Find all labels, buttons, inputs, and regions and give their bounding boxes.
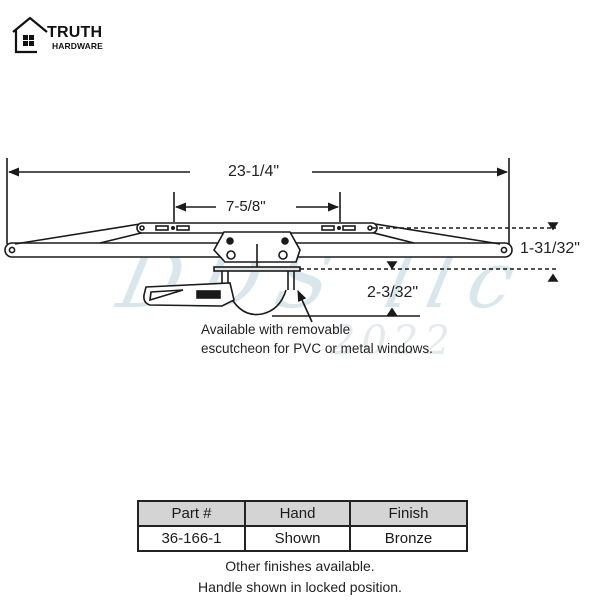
dimension-drop-depth: 2-3/32" [367,284,419,301]
cell-part-number: 36-166-1 [137,525,246,552]
header-finish: Finish [349,500,468,527]
truth-hardware-logo: TRUTH HARDWARE [10,14,120,56]
logo-subtitle: HARDWARE [52,41,103,51]
table-header-row: Part # Hand Finish [137,500,468,527]
footer-handle-note: Handle shown in locked position. [198,579,402,595]
logo-brand: TRUTH [47,24,103,41]
spec-table: Part # Hand Finish 36-166-1 Shown Bronze [137,500,468,552]
escutcheon-note: Available with removable escutcheon for … [201,320,433,358]
cell-finish: Bronze [349,525,468,552]
note-line-2: escutcheon for PVC or metal windows. [201,341,433,356]
house-window-icon [12,16,48,54]
header-part-number: Part # [137,500,246,527]
table-row: 36-166-1 Shown Bronze [137,525,468,552]
dimension-overall-length: 23-1/4" [222,163,286,181]
note-line-1: Available with removable [201,322,351,337]
header-hand: Hand [244,500,351,527]
footer-finishes-note: Other finishes available. [225,558,375,574]
dimension-link-length: 7-5/8" [222,198,270,215]
dimension-arm-height: 1-31/32" [520,240,580,257]
cell-hand: Shown [244,525,351,552]
